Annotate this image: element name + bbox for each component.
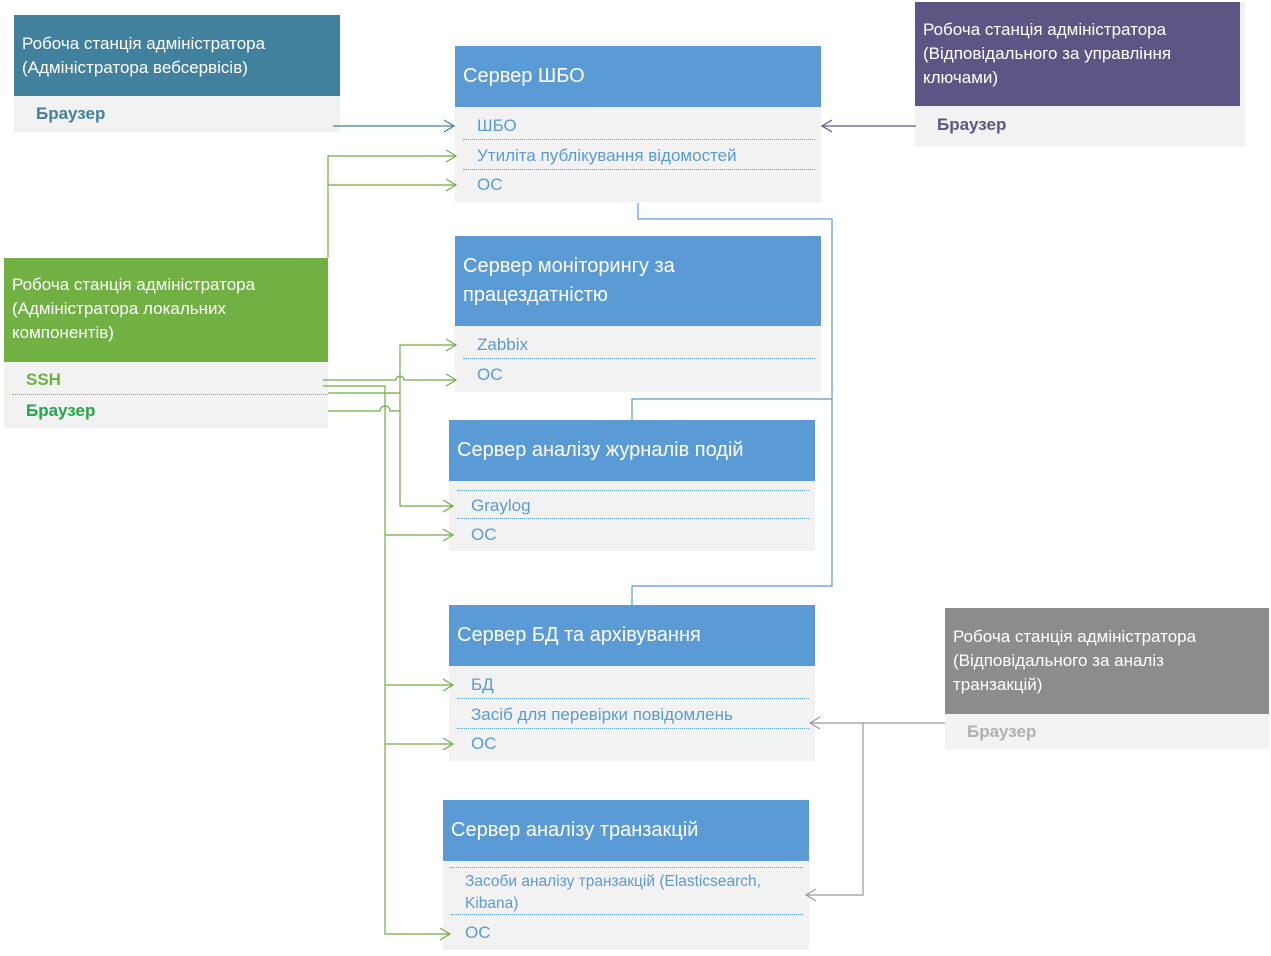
server-transaction-analysis: Сервер аналізу транзакцій Засоби аналізу… — [443, 800, 809, 950]
component-os: ОС — [471, 525, 497, 544]
browser-label: Браузер — [26, 401, 96, 420]
component-zabbix: Zabbix — [463, 330, 815, 359]
server-title: Сервер моніторингу за працездатністю — [455, 236, 821, 326]
workstation-local-components-admin: Робоча станція адміністратора (Адміністр… — [4, 258, 328, 428]
browser-label: Браузер — [36, 104, 106, 123]
component-publishing-utility: Утиліта публікування відомостей — [463, 141, 815, 170]
server-monitoring: Сервер моніторингу за працездатністю Zab… — [455, 236, 821, 392]
connector-keys-to-shbo — [820, 119, 916, 133]
workstation-key-manager: Робоча станція адміністратора (Відповіда… — [915, 2, 1245, 146]
component-os: ОС — [471, 734, 497, 753]
component-message-checker: Засіб для перевірки повідомлень — [457, 700, 809, 729]
connector-analyst-to-servers — [804, 716, 945, 902]
component-elasticsearch-kibana: Засоби аналізу транзакцій (Elasticsearch… — [451, 867, 803, 915]
browser-label: Браузер — [937, 115, 1007, 134]
server-title: Сервер аналізу журналів подій — [449, 420, 815, 481]
workstation-header: Робоча станція адміністратора (Відповіда… — [945, 608, 1269, 714]
workstation-header: Робоча станція адміністратора (Відповіда… — [915, 2, 1240, 106]
server-title: Сервер БД та архівування — [449, 605, 815, 666]
server-event-log-analysis: Сервер аналізу журналів подій Graylog ОС — [449, 420, 815, 551]
component-os: ОС — [477, 175, 503, 194]
server-title: Сервер аналізу транзакцій — [443, 800, 809, 861]
server-shbo: Сервер ШБО ШБО Утиліта публікування відо… — [455, 46, 821, 202]
component-os: ОС — [477, 365, 503, 384]
component-graylog: Graylog — [457, 490, 809, 519]
connector-server-backbone — [631, 203, 833, 605]
browser-label: Браузер — [967, 722, 1037, 741]
connector-local-admin-links — [323, 149, 458, 941]
workstation-header: Робоча станція адміністратора (Адміністр… — [14, 15, 340, 96]
component-os: ОС — [465, 923, 491, 942]
component-shbo: ШБО — [463, 111, 815, 140]
component-db: БД — [457, 670, 809, 699]
workstation-transaction-analyst: Робоча станція адміністратора (Відповіда… — [945, 608, 1269, 749]
server-db-archive: Сервер БД та архівування БД Засіб для пе… — [449, 605, 815, 761]
connector-webservices-to-shbo — [333, 119, 456, 133]
workstation-webservices-admin: Робоча станція адміністратора (Адміністр… — [14, 15, 340, 132]
workstation-header: Робоча станція адміністратора (Адміністр… — [4, 258, 328, 362]
ssh-label: SSH — [12, 365, 328, 395]
server-title: Сервер ШБО — [455, 46, 821, 107]
